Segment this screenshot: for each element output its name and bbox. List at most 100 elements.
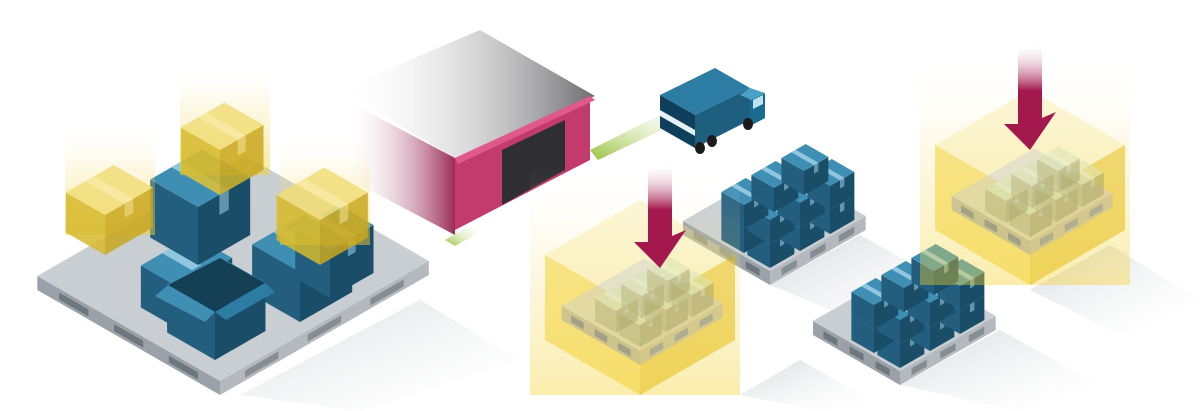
- box-face-right: [198, 177, 251, 265]
- truck-stripe: [660, 110, 695, 136]
- box-tape: [1046, 151, 1071, 166]
- shadow: [900, 330, 1100, 411]
- box-face-left: [1011, 174, 1032, 208]
- volume-left: [545, 255, 640, 395]
- pallet-gap: [823, 331, 838, 346]
- pallet-gap: [370, 279, 404, 306]
- box-face-top: [1037, 146, 1080, 171]
- pallet-gap: [307, 315, 342, 342]
- box-tape: [85, 176, 134, 204]
- box-face-left: [150, 179, 198, 265]
- box-tape: [296, 178, 349, 209]
- pallet-gap: [940, 343, 956, 359]
- box-tape: [656, 261, 681, 276]
- warehouse-door: [502, 120, 565, 205]
- box-face-left: [751, 175, 774, 212]
- box-tape-side: [969, 301, 975, 313]
- box-face-right: [692, 282, 714, 317]
- shadow: [240, 300, 520, 411]
- truck-wheel: [743, 118, 753, 130]
- box-face-left: [65, 192, 105, 255]
- truck-cargo-top: [660, 68, 750, 115]
- arrows: [634, 42, 1056, 268]
- pallet-gap: [961, 205, 974, 220]
- box-face-left: [851, 292, 874, 329]
- pallet-gap: [838, 226, 855, 243]
- warehouse-trim: [455, 96, 595, 164]
- box-face-left: [881, 275, 904, 312]
- box-face-right: [960, 296, 985, 334]
- volume-left: [935, 145, 1030, 285]
- highlighted-box: [65, 125, 155, 255]
- box-face-right: [105, 187, 153, 255]
- highlighted-box: [276, 135, 370, 265]
- pallet-gap: [984, 218, 998, 234]
- pallet-gap: [674, 327, 688, 343]
- pallet-gap: [618, 342, 631, 357]
- highlighted-box-icon: [65, 165, 153, 255]
- box-face-left: [276, 195, 320, 265]
- box-face-right: [668, 268, 690, 303]
- open-box-flap: [155, 285, 215, 322]
- road-strip-short: [445, 225, 480, 246]
- box-face-left: [985, 189, 1006, 223]
- box-tape-side: [219, 189, 229, 215]
- box-face-left: [180, 127, 220, 195]
- box-tape-side: [839, 201, 845, 213]
- pallet-gap: [649, 341, 664, 357]
- pallet-gap: [571, 315, 584, 330]
- box-face-right: [830, 196, 855, 234]
- highlighted-box: [180, 65, 270, 195]
- box-tape-side: [813, 162, 819, 174]
- shadow: [740, 360, 880, 411]
- pallet-gap: [849, 346, 864, 361]
- box-tape-side: [124, 198, 134, 218]
- box-face-left: [595, 299, 616, 333]
- box-tape-side: [237, 135, 246, 156]
- warehouse-roof: [340, 30, 595, 158]
- pallet-gap: [875, 361, 890, 376]
- box-face-right: [1082, 172, 1104, 207]
- truck-wheel: [707, 135, 717, 147]
- truck-windshield: [753, 95, 763, 109]
- box-face-left: [851, 316, 874, 353]
- down-arrow-icon: [1004, 42, 1056, 150]
- pallet-side-right: [640, 303, 723, 365]
- box-face-right: [804, 157, 829, 195]
- cardboard-box-icon: [781, 144, 829, 195]
- pallet-gap: [968, 326, 985, 343]
- box-face-right: [830, 172, 855, 210]
- box-face-left: [621, 284, 642, 318]
- arrow-shape: [1004, 42, 1056, 150]
- box-tape: [198, 112, 246, 140]
- pallet-gap: [699, 313, 713, 328]
- truck-wheel: [695, 142, 705, 154]
- box-tape-side: [339, 203, 349, 225]
- box-tape-side: [839, 177, 845, 189]
- left-pallet-group: [37, 65, 429, 395]
- pallet-gap: [114, 324, 144, 348]
- pallet-gap: [781, 259, 797, 276]
- pallet-side-right: [1030, 193, 1113, 255]
- highlighted-pallet-left: [530, 165, 740, 395]
- highlighted-box-icon: [180, 102, 264, 195]
- pallet-gap: [1008, 232, 1021, 247]
- box-face-left: [252, 244, 300, 322]
- box-face-right: [320, 192, 368, 265]
- down-arrow-icon: [634, 162, 686, 268]
- faded-box-icon: [647, 256, 690, 303]
- warehouse-icon: [340, 30, 595, 235]
- box-tape-side: [676, 273, 681, 284]
- box-tape-side: [1066, 163, 1071, 174]
- truck-cab-top: [740, 88, 765, 100]
- highlighted-pallet: [530, 165, 740, 395]
- faded-box-icon: [1037, 146, 1080, 193]
- open-box-inside: [168, 258, 265, 312]
- pallet-gap: [59, 292, 89, 317]
- pallet-gap: [594, 328, 608, 344]
- pallet-gap: [168, 355, 199, 380]
- pallet-gap: [810, 243, 826, 259]
- box-face-top: [647, 256, 690, 281]
